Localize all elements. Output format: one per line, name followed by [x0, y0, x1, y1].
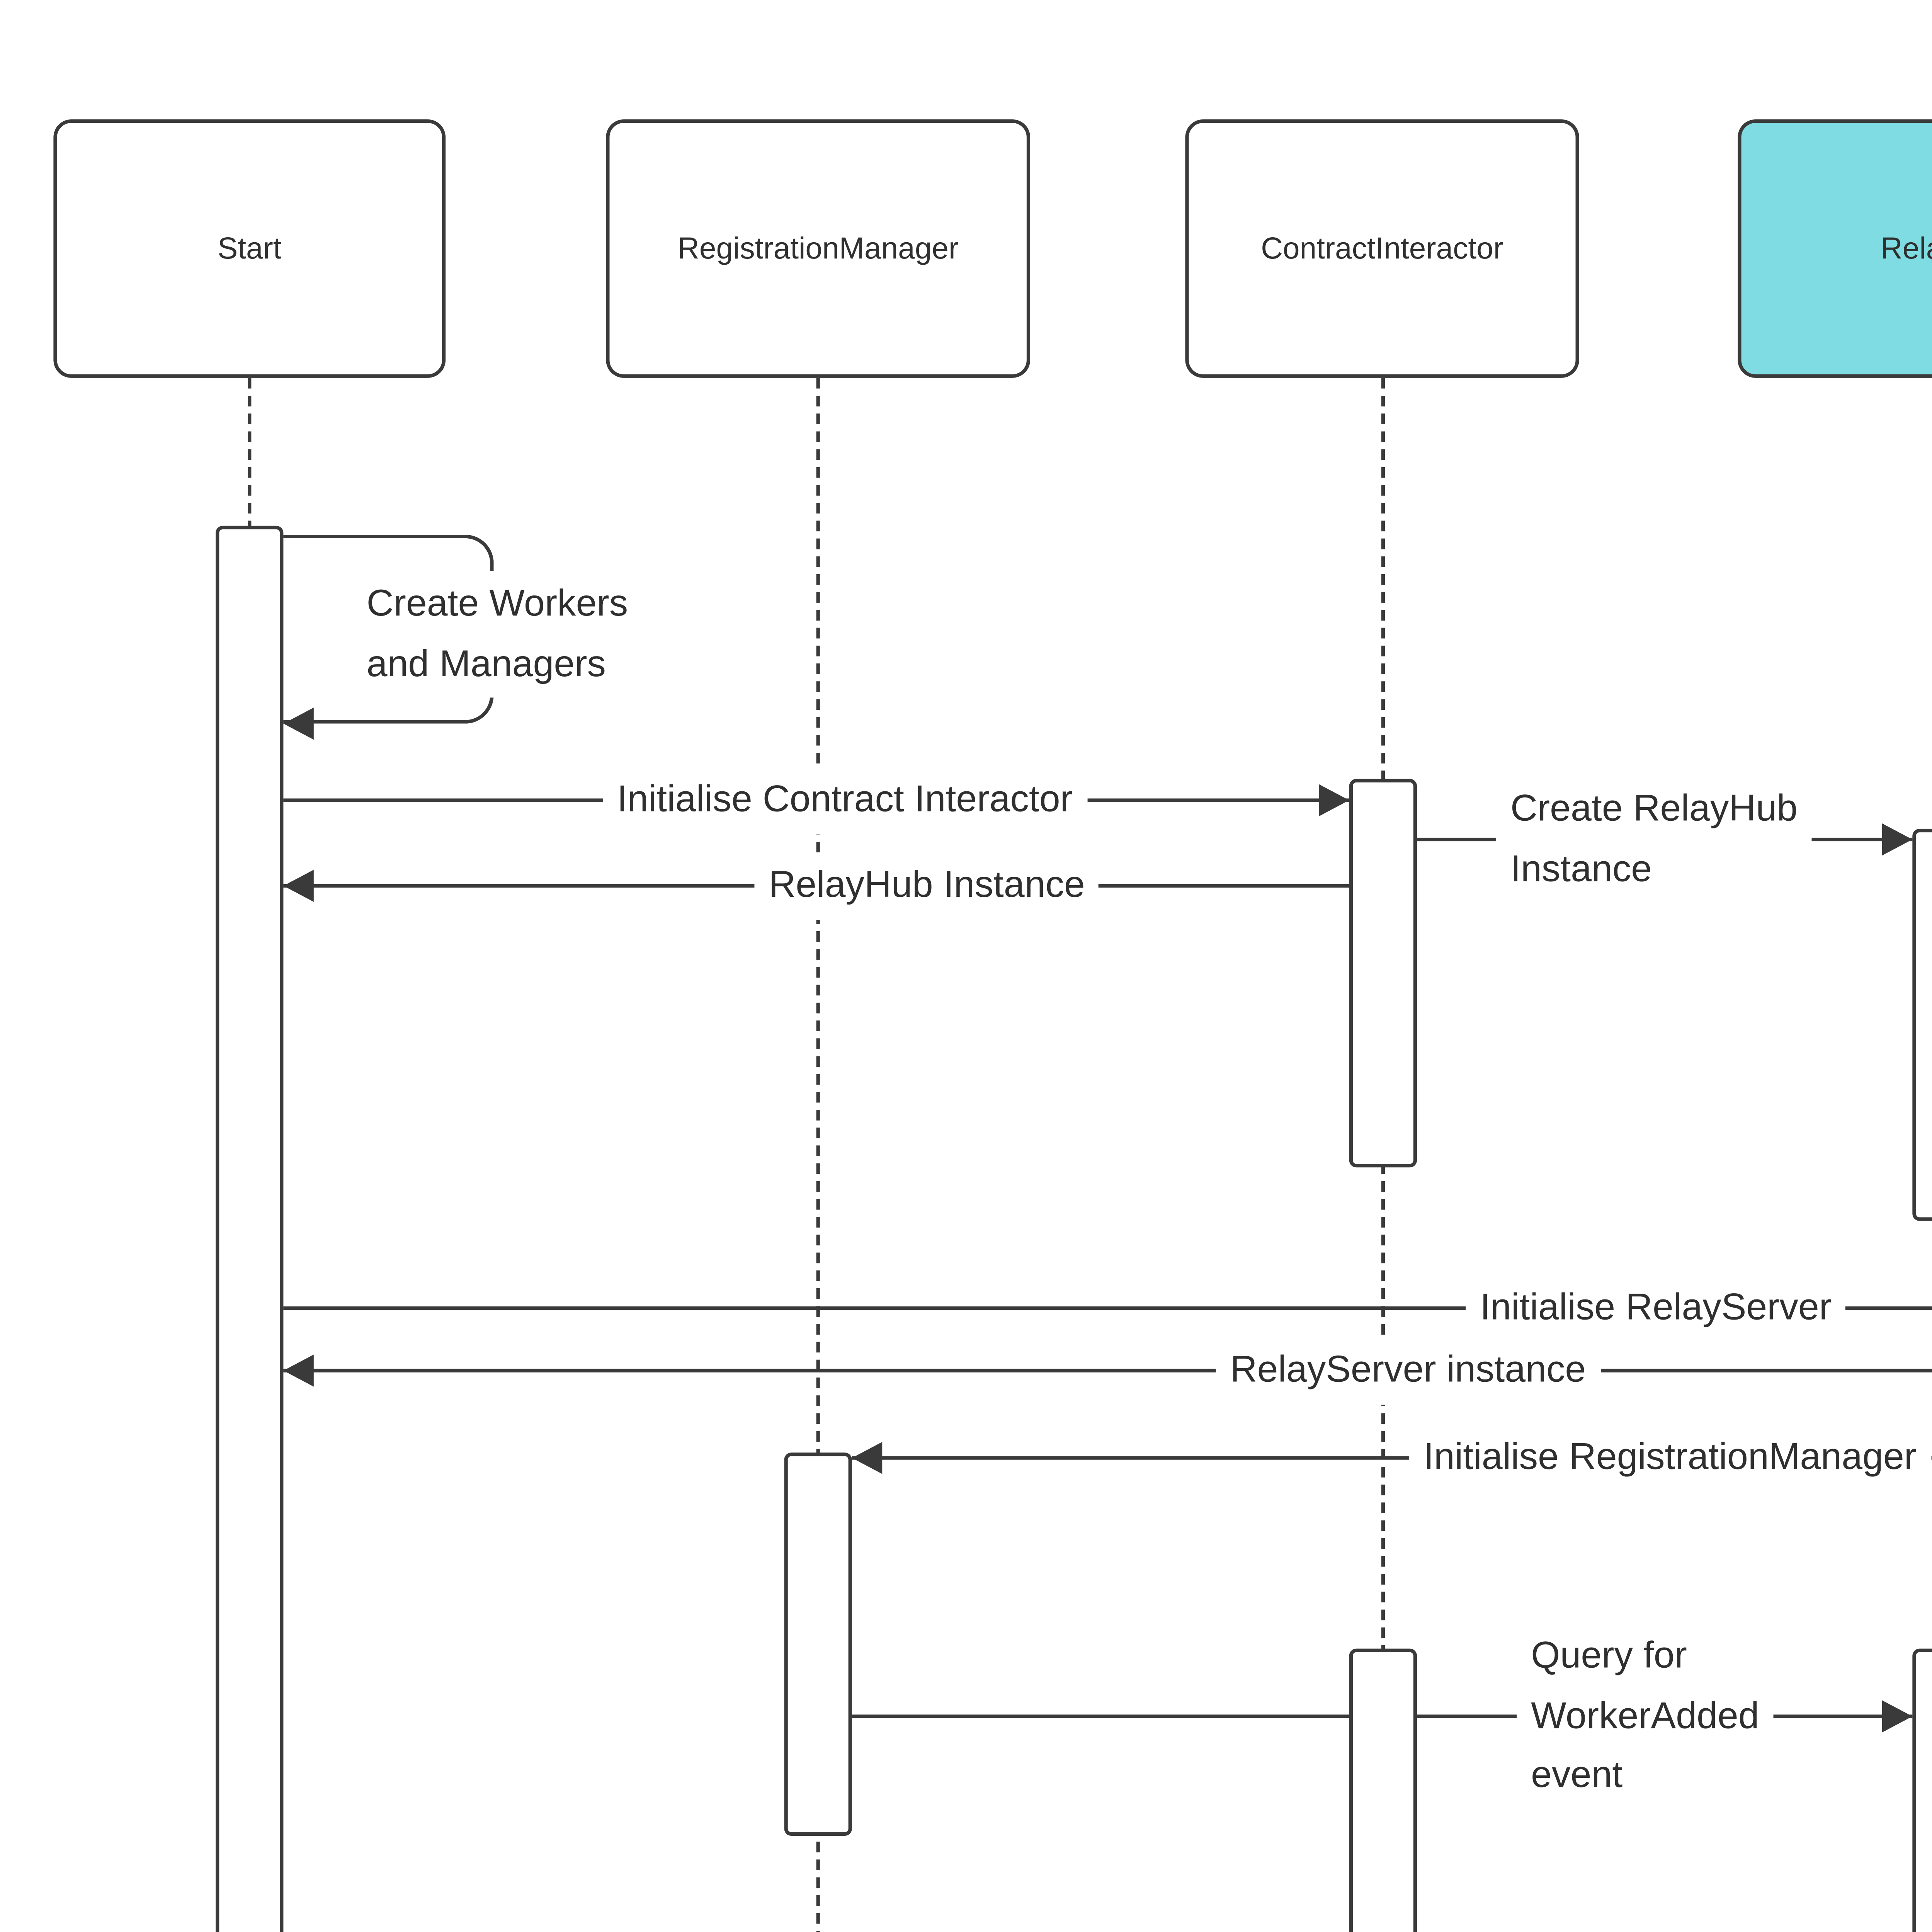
- message-label: RelayHub Instance: [754, 852, 1099, 920]
- actor-box-contract-interactor: ContractInteractor: [1185, 119, 1579, 378]
- actor-label-relay-hub: RelayHub: [1881, 231, 1932, 265]
- actor-box-relay-hub: RelayHub: [1738, 119, 1932, 378]
- message-label: Query for WorkerAdded event: [1517, 1623, 1774, 1810]
- arrowhead-right-icon: [1319, 784, 1349, 816]
- activation-contract-interactor-1: [1349, 779, 1417, 1168]
- activation-contract-interactor-2: [1349, 1648, 1417, 1932]
- message-label: Initialise RegistrationManager: [1409, 1424, 1931, 1492]
- arrowhead-right-icon: [1882, 823, 1913, 856]
- actor-box-registration-manager: RegistrationManager: [606, 119, 1031, 378]
- activation-relay-hub-1: [1912, 828, 1932, 1221]
- activation-start: [216, 526, 284, 1932]
- activation-relay-hub-2: [1912, 1648, 1932, 1932]
- message-line: [852, 1456, 1932, 1460]
- activation-registration-manager: [784, 1452, 852, 1836]
- lifeline-registration-manager: [816, 378, 820, 1932]
- message-label: RelayServer instance: [1216, 1337, 1600, 1404]
- message-label: Create RelayHub Instance: [1496, 776, 1812, 903]
- arrowhead-left-icon: [283, 707, 314, 740]
- message-label: Initialise Contract Interactor: [602, 767, 1087, 834]
- actor-label-registration-manager: RegistrationManager: [677, 231, 959, 265]
- message-label: Create Workers and Managers: [352, 571, 643, 698]
- actor-label-contract-interactor: ContractInteractor: [1261, 231, 1503, 265]
- message-line: [283, 1369, 1932, 1372]
- arrowhead-right-icon: [1882, 1700, 1913, 1733]
- arrowhead-left-icon: [283, 1354, 314, 1387]
- message-line: [283, 1306, 1932, 1310]
- arrowhead-left-icon: [852, 1442, 883, 1474]
- arrowhead-left-icon: [283, 869, 314, 902]
- actor-label-start: Start: [217, 231, 282, 265]
- message-label: Initialise RelayServer: [1466, 1274, 1846, 1342]
- actor-box-start: Start: [53, 119, 446, 378]
